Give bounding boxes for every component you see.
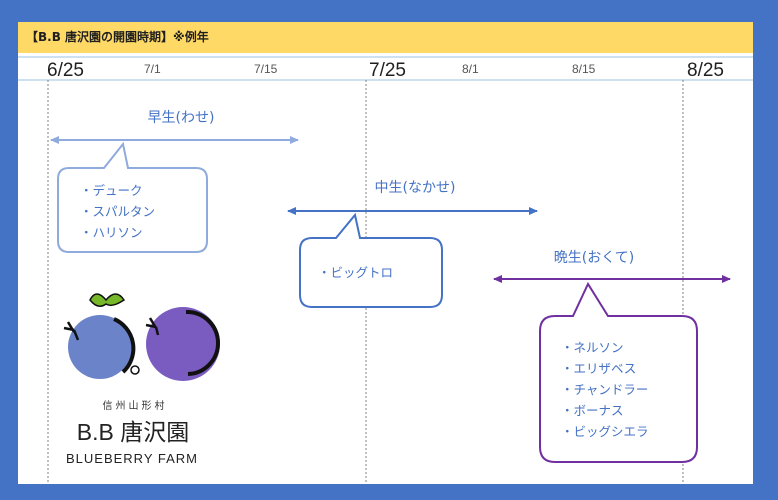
farm-logo — [63, 293, 220, 381]
variety-early-1: ・デューク — [80, 183, 143, 198]
season-diagram: 6/25 7/1 7/15 7/25 8/1 8/15 8/25 早生(わせ) … — [18, 56, 753, 484]
berry-right-outline — [185, 309, 220, 376]
variety-mid-1: ・ビッグトロ — [318, 265, 393, 280]
variety-early-3: ・ハリソン — [80, 225, 143, 240]
logo-name: B.B 唐沢園 — [77, 419, 189, 445]
harvest-calendar-card: 【B.B 唐沢園の開園時期】※例年 6/25 7/1 7/15 7/25 8/1… — [18, 22, 753, 484]
variety-late-2: ・エリザベス — [561, 361, 636, 376]
variety-late-4: ・ボーナス — [561, 403, 624, 418]
berry-left-outline — [113, 317, 136, 374]
berry-right-stem — [145, 317, 160, 336]
date-label-8-1: 8/1 — [462, 62, 479, 76]
leaf-icon — [89, 293, 126, 307]
variety-callout-early — [57, 141, 208, 253]
date-label-7-1: 7/1 — [144, 62, 161, 76]
date-label-8-15: 8/15 — [572, 62, 596, 76]
season-label-mid: 中生(なかせ) — [375, 180, 456, 196]
variety-callout-late — [539, 281, 698, 463]
date-label-6-25: 6/25 — [47, 60, 84, 81]
berry-dot-icon — [130, 365, 140, 375]
date-label-7-25: 7/25 — [369, 60, 406, 81]
variety-late-5: ・ビッグシエラ — [561, 424, 649, 439]
date-label-8-25: 8/25 — [687, 60, 724, 81]
berry-right-icon — [146, 307, 220, 381]
berry-left-stem — [63, 321, 80, 341]
berry-left-icon — [68, 315, 132, 379]
variety-early-2: ・スパルタン — [80, 204, 155, 219]
variety-late-3: ・チャンドラー — [561, 382, 648, 397]
variety-late-1: ・ネルソン — [561, 340, 624, 355]
season-label-early: 早生(わせ) — [148, 110, 215, 126]
calendar-title: 【B.B 唐沢園の開園時期】※例年 — [18, 22, 753, 53]
logo-english: BLUEBERRY FARM — [66, 451, 198, 466]
season-label-late: 晩生(おくて) — [554, 250, 635, 266]
date-label-7-15: 7/15 — [254, 62, 278, 76]
variety-callout-mid — [299, 212, 443, 308]
logo-region: 信州山形村 — [103, 399, 168, 412]
